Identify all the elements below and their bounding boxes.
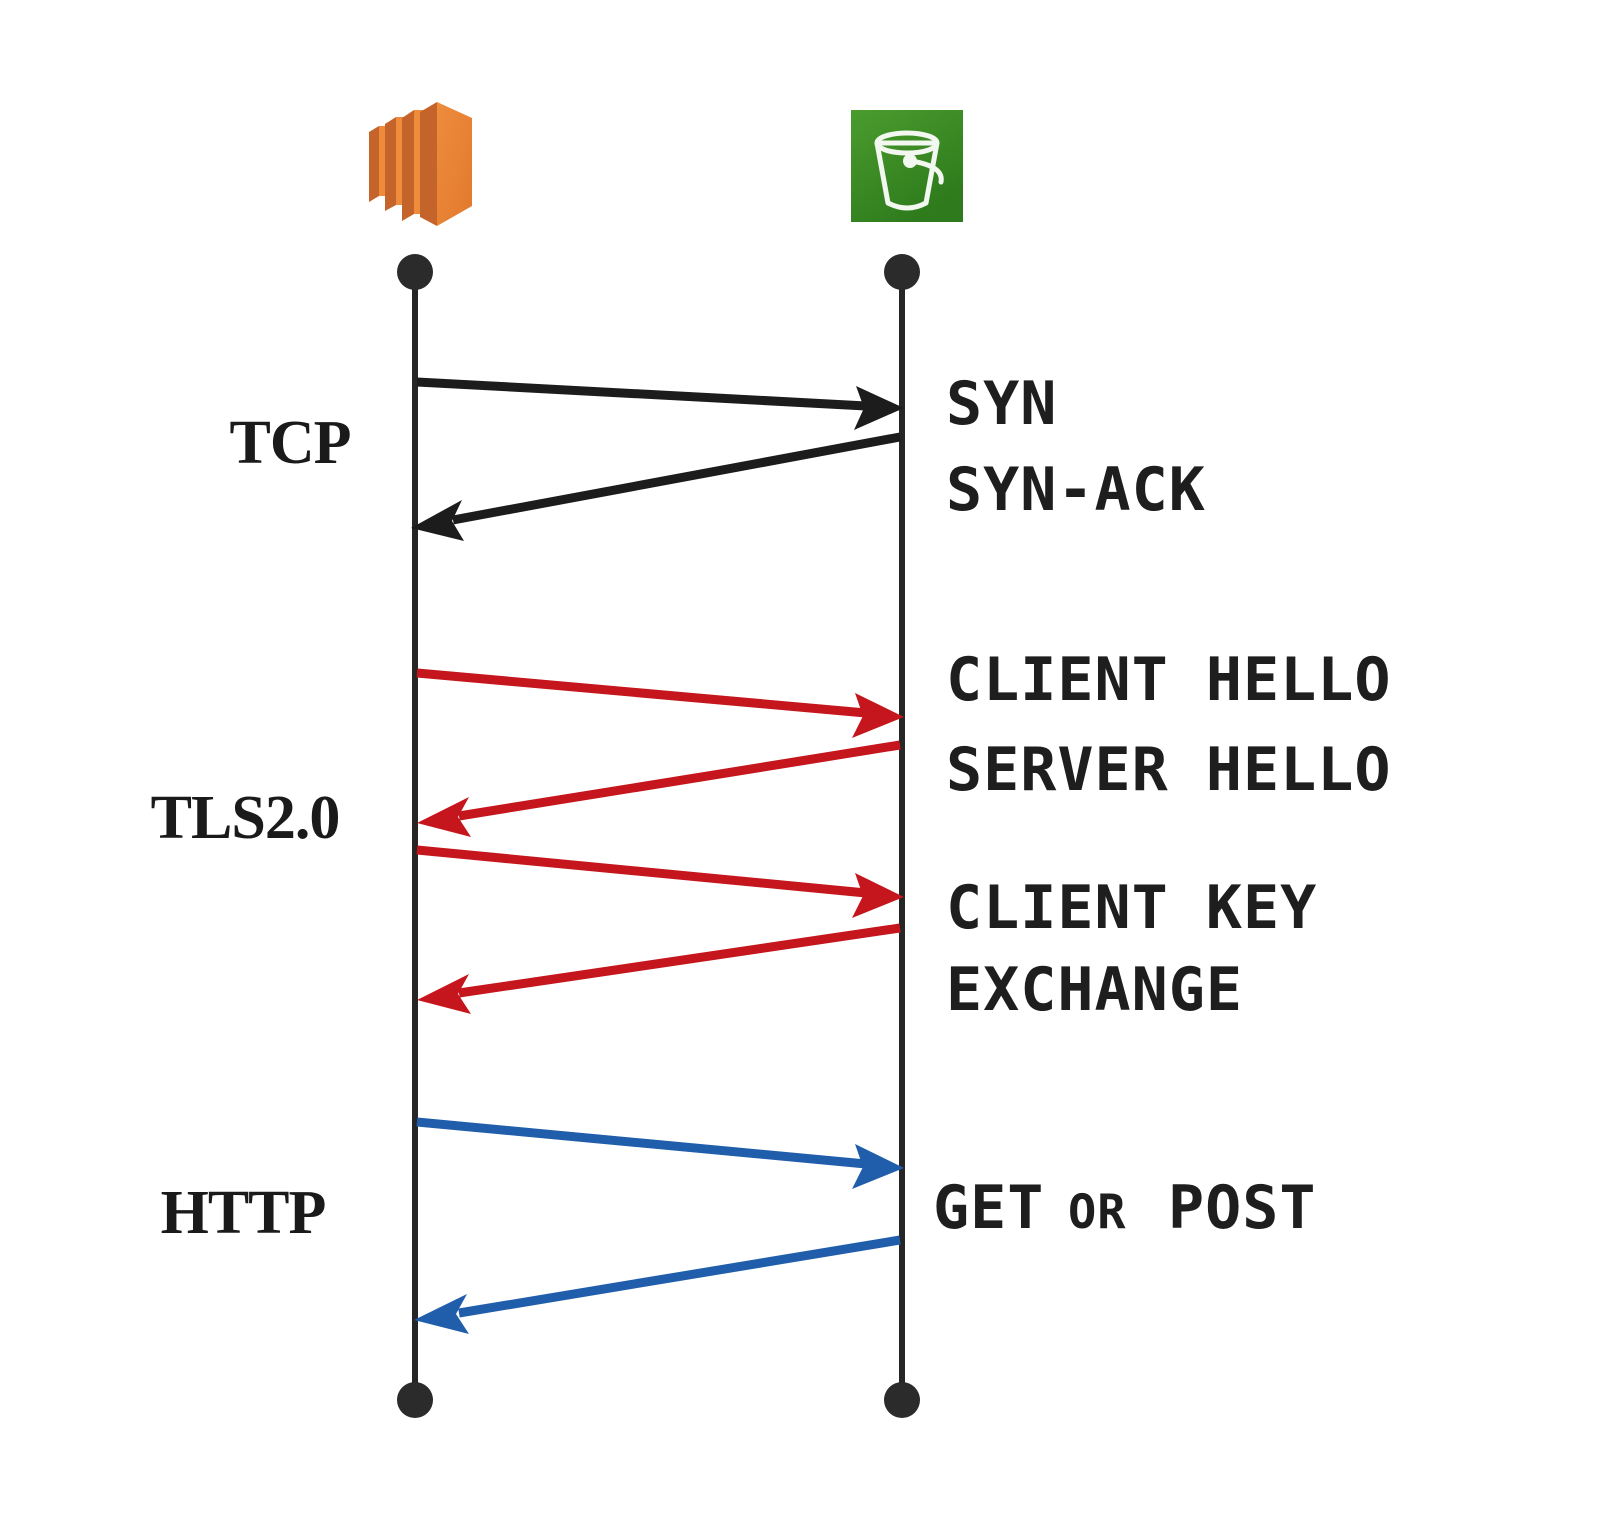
message-label-get: GET [933, 1173, 1044, 1243]
message-label-syn: SYN [946, 369, 1057, 439]
message-label-post: POST [1168, 1173, 1317, 1243]
message-label-or: OR [1068, 1185, 1127, 1240]
message-arrow-get-or-post-request [416, 1117, 904, 1189]
phase-label-tcp: TCP [230, 409, 351, 477]
message-label-client-hello: CLIENT HELLO [946, 645, 1391, 715]
message-label-syn-ack: SYN-ACK [946, 455, 1206, 525]
lifeline-start-dot-client [397, 254, 433, 290]
lifeline-end-dot-server [884, 1382, 920, 1418]
message-arrow-server-hello [417, 740, 901, 837]
message-arrow-syn [416, 377, 904, 430]
lifeline-end-dot-client [397, 1382, 433, 1418]
message-label-server-hello: SERVER HELLO [946, 735, 1391, 805]
aws-s3-bucket-icon [851, 110, 963, 222]
message-arrow-key-exchange-response [417, 923, 901, 1014]
message-label-client-key: CLIENT KEY [946, 873, 1317, 943]
phase-label-tls: TLS2.0 [151, 784, 340, 852]
aws-ec2-icon [369, 102, 472, 226]
message-arrow-get-or-post-response [414, 1235, 901, 1334]
message-arrow-syn-ack [411, 432, 901, 541]
message-arrow-client-key-exchange [416, 845, 904, 918]
phase-label-http: HTTP [161, 1179, 326, 1247]
lifeline-start-dot-server [884, 254, 920, 290]
message-label-exchange: EXCHANGE [946, 955, 1243, 1025]
message-arrow-client-hello [416, 668, 904, 738]
